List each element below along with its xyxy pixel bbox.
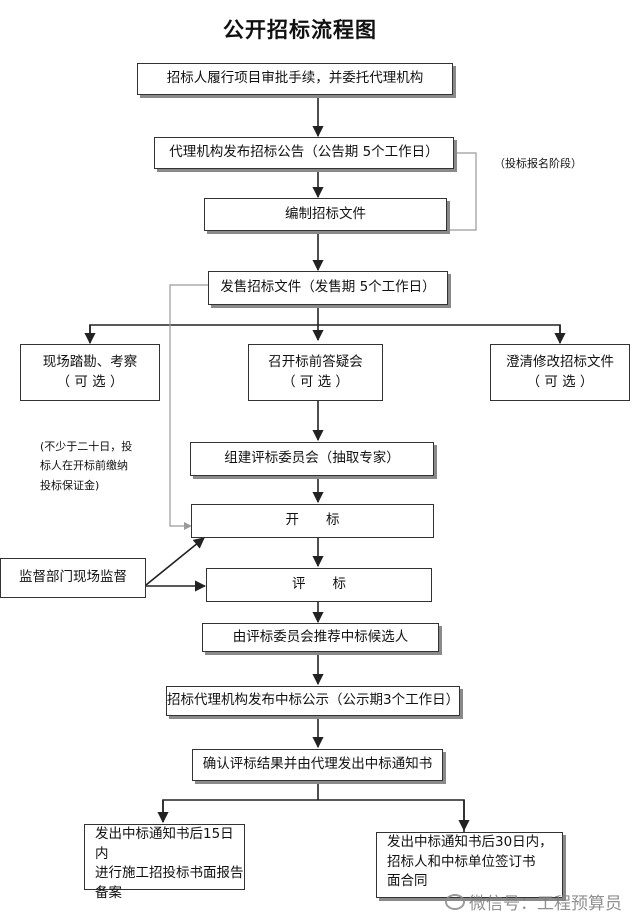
step-clarify-documents: 澄清修改招标文件 （ 可 选 ） (490, 344, 630, 401)
pre-bid-meeting-label: 召开标前答疑会 (268, 353, 363, 370)
bid-stage-bracket (447, 152, 477, 231)
supervision-box: 监督部门现场监督 (0, 558, 146, 598)
arrow-supervise-open (145, 537, 205, 586)
pre-bid-meeting-optional: （ 可 选 ） (282, 373, 349, 390)
step-sell-documents: 发售招标文件（发售期 5个工作日） (208, 271, 448, 305)
page-title: 公开招标流程图 (223, 18, 377, 42)
report-filing-line2: 进行施工招投标书面报告 (95, 865, 244, 882)
deposit-note-line3: 投标保证金) (40, 478, 100, 492)
watermark-text: 微信号：工程预算员 (469, 894, 622, 914)
step-pre-bid-meeting: 召开标前答疑会 （ 可 选 ） (248, 344, 383, 401)
step-bid-opening: 开 标 (191, 504, 434, 538)
sign-contract-line1: 发出中标通知书后30日内， (387, 834, 553, 850)
deposit-note: (不少于二十日，投 标人在开标前缴纳 投标保证金) (40, 437, 132, 495)
wechat-icon (445, 893, 465, 910)
branch-bar (89, 324, 561, 340)
clarify-documents-optional: （ 可 选 ） (526, 373, 594, 390)
site-visit-optional: （ 可 选 ） (56, 373, 124, 390)
deposit-note-line2: 标人在开标前缴纳 (40, 459, 128, 473)
report-filing-line1: 发出中标通知书后15日内 (95, 826, 234, 862)
deposit-note-line1: (不少于二十日，投 (40, 440, 133, 453)
watermark: 微信号：工程预算员 (445, 889, 622, 914)
step-approval: 招标人履行项目审批手续，并委托代理机构 (137, 63, 453, 95)
deposit-bracket (169, 284, 208, 527)
sign-contract-line2: 招标人和中标单位签订书 (387, 853, 536, 870)
bid-stage-note: （投标报名阶段） (494, 157, 582, 170)
site-visit-label: 现场踏勘、考察 (42, 353, 138, 370)
step-site-visit: 现场踏勘、考察 （ 可 选 ） (20, 344, 160, 401)
clarify-documents-label: 澄清修改招标文件 (506, 353, 614, 370)
step-bid-evaluation: 评 标 (206, 568, 432, 602)
step-sign-contract: 发出中标通知书后30日内， 招标人和中标单位签订书 面合同 (376, 832, 563, 898)
step-prepare-documents: 编制招标文件 (204, 198, 447, 231)
step-report-filing: 发出中标通知书后15日内 进行施工招投标书面报告 备案 (84, 824, 245, 901)
step-winner-publicity: 招标代理机构发布中标公示（公示期3个工作日） (166, 686, 460, 716)
step-publish-notice: 代理机构发布招标公告（公告期 5个工作日） (154, 137, 454, 169)
deposit-bracket-arrowhead (184, 522, 192, 530)
sign-contract-line3: 面合同 (387, 873, 428, 890)
report-filing-line3: 备案 (95, 884, 122, 901)
step-recommend-candidate: 由评标委员会推荐中标候选人 (202, 623, 439, 652)
step-form-committee: 组建评标委员会（抽取专家） (190, 442, 434, 476)
step-issue-award-notice: 确认评标结果并由代理发出中标通知书 (192, 749, 443, 781)
